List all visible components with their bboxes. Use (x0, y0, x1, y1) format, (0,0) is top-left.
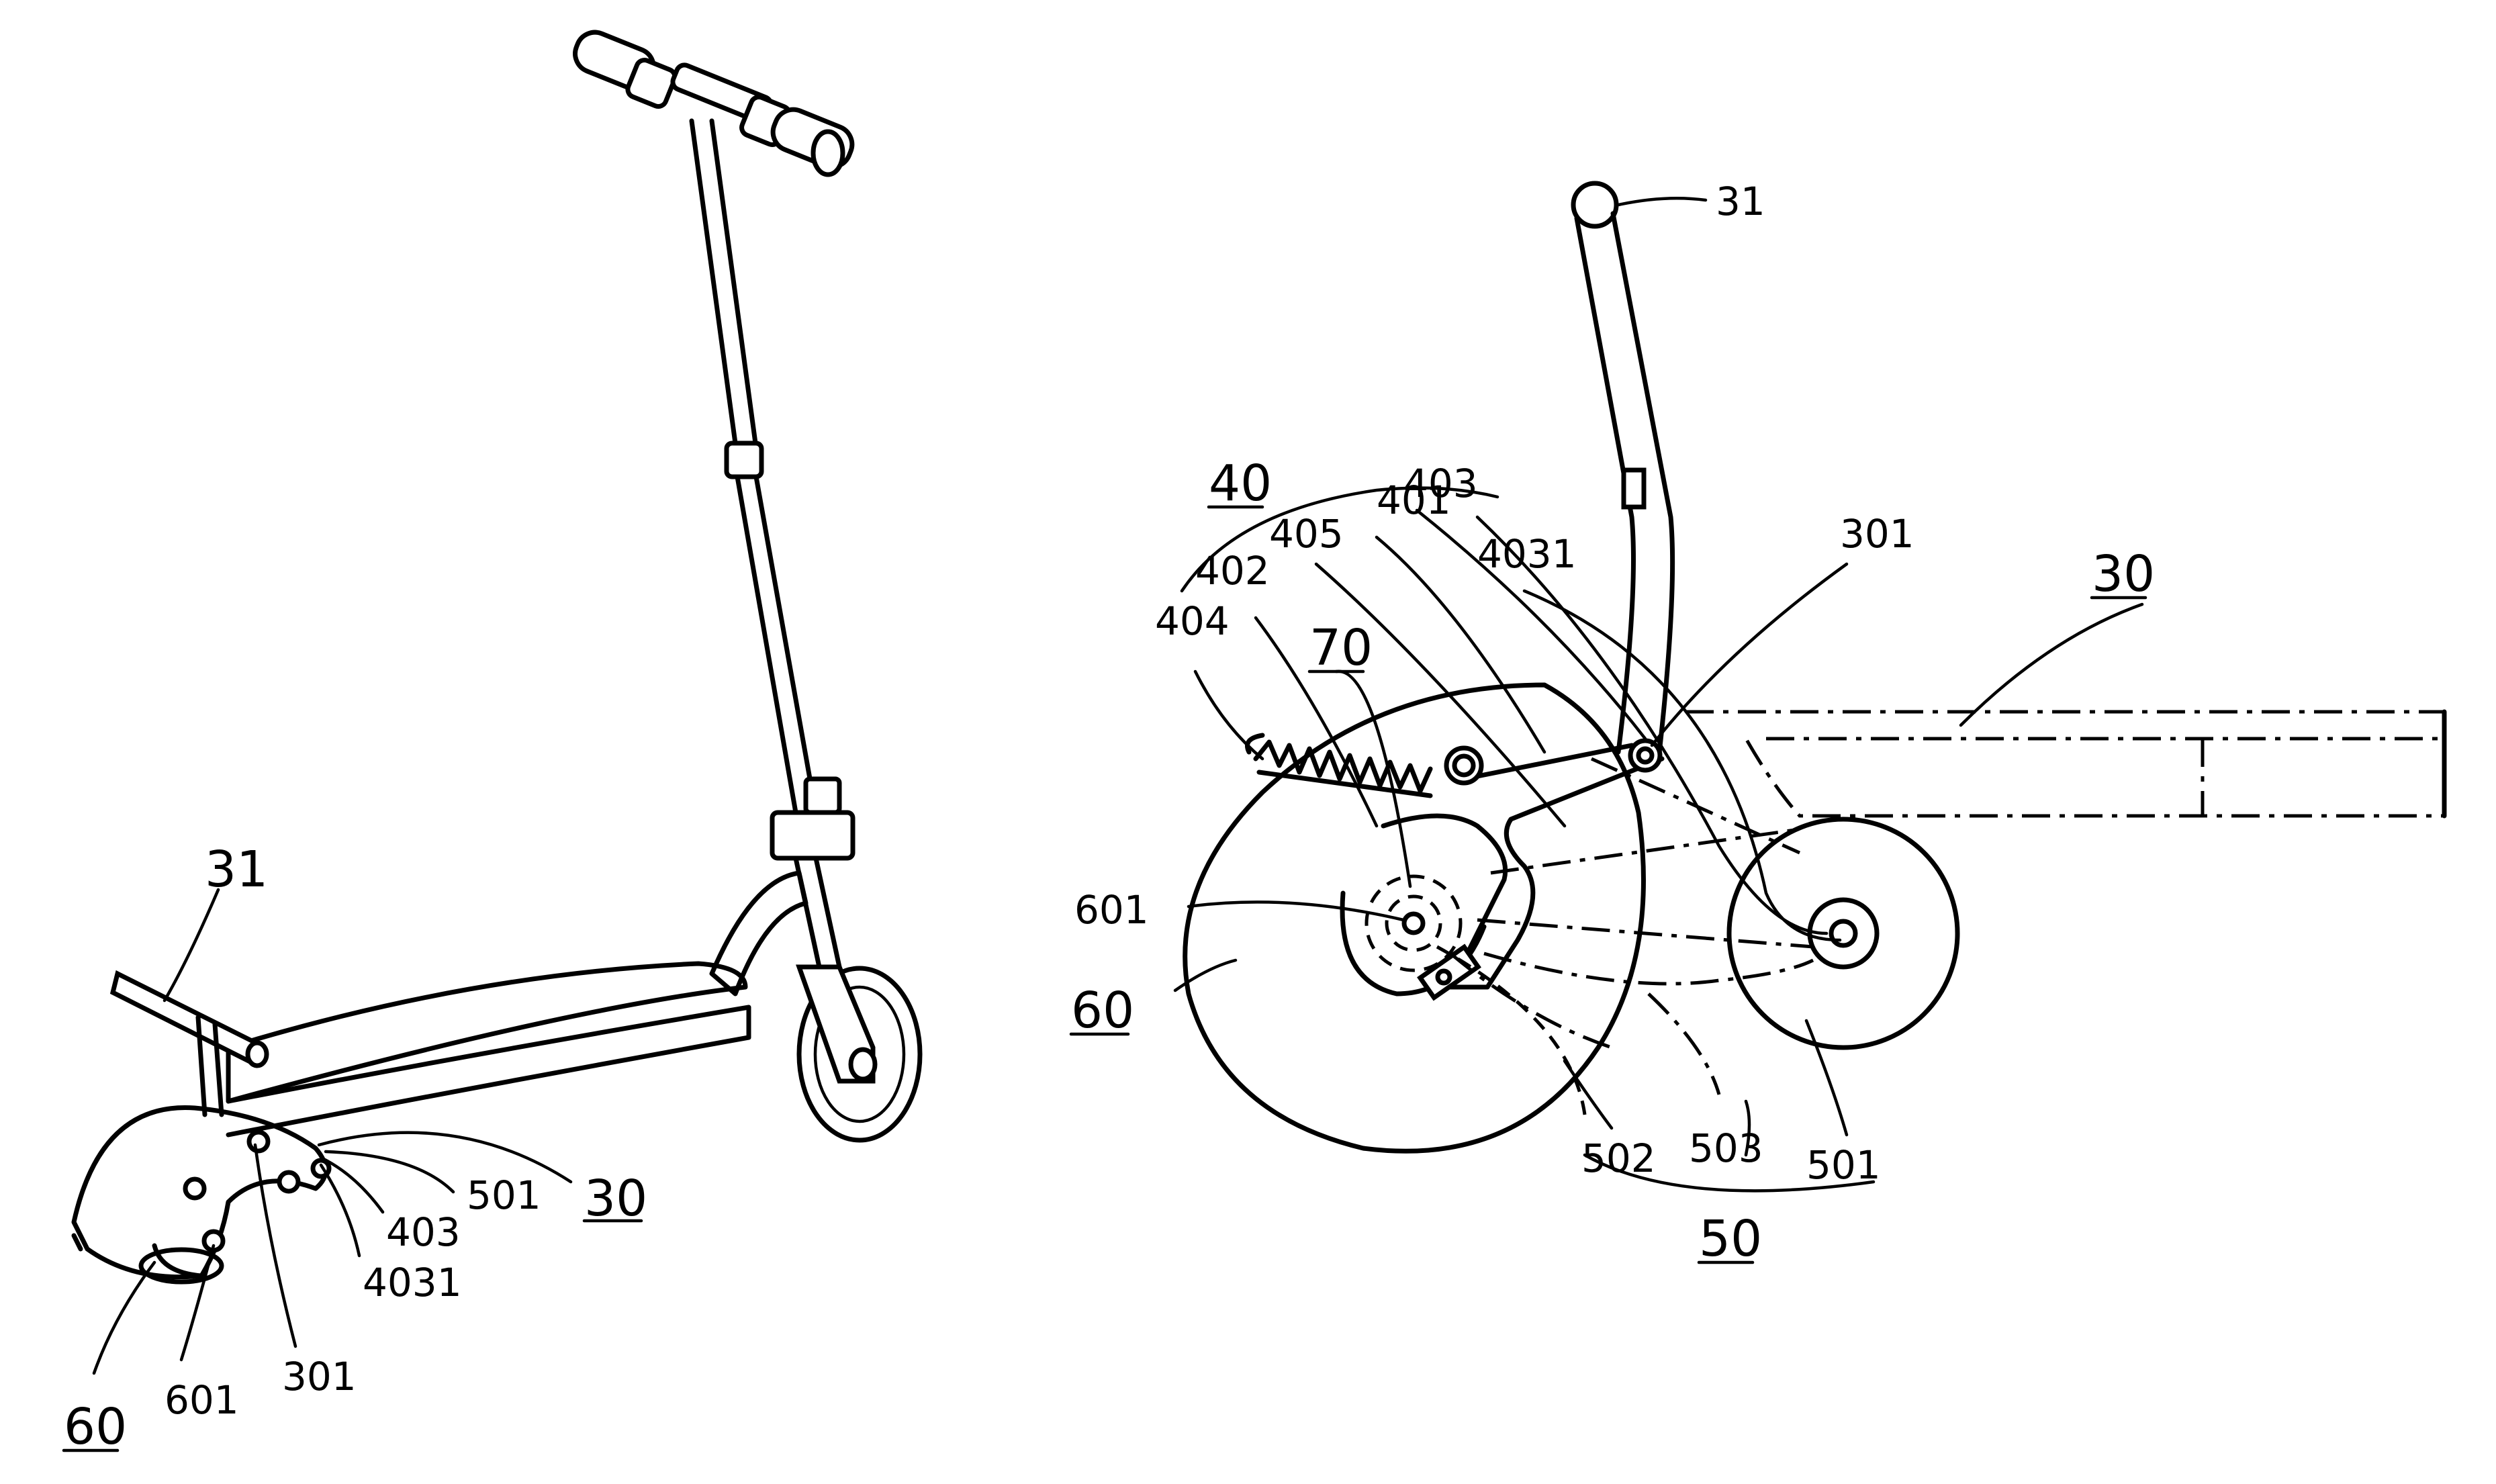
label-301-left: 301 (282, 1354, 357, 1399)
label-503: 503 (1689, 1125, 1763, 1171)
label-60-right: 60 (1071, 982, 1134, 1039)
leaders-left (94, 890, 571, 1373)
label-30-left: 30 (584, 1170, 647, 1227)
label-405: 405 (1269, 511, 1344, 557)
label-601-left: 601 (165, 1377, 239, 1423)
label-502: 502 (1581, 1135, 1656, 1181)
label-60-left: 60 (64, 1398, 127, 1456)
label-31-right: 31 (1716, 179, 1765, 224)
front-fender (712, 873, 806, 994)
label-501-left: 501 (467, 1172, 541, 1218)
label-301-right: 301 (1840, 511, 1914, 557)
label-403-left: 403 (386, 1209, 461, 1255)
deck (228, 964, 749, 1135)
rear-housing (74, 1107, 329, 1282)
label-30-right: 30 (2092, 545, 2155, 603)
label-50: 50 (1699, 1210, 1762, 1268)
scooter-figure (74, 27, 920, 1373)
spring (1248, 735, 1431, 796)
label-70: 70 (1309, 619, 1373, 677)
handlebar (569, 27, 858, 175)
label-4031-left: 4031 (363, 1260, 462, 1305)
label-403-right: 403 (1403, 461, 1478, 506)
front-wheel (799, 967, 920, 1140)
label-601-right: 601 (1074, 887, 1149, 933)
mechanism-figure (1175, 183, 2444, 1191)
label-31-left: 31 (205, 841, 268, 898)
label-404: 404 (1155, 598, 1230, 644)
label-40: 40 (1209, 455, 1272, 512)
rear-handle (113, 974, 267, 1115)
small-wheel (1729, 819, 1957, 1048)
leaders-right (1175, 198, 2142, 1191)
deck-body (1685, 712, 2444, 816)
steering-column (692, 121, 853, 967)
label-501-right: 501 (1806, 1142, 1881, 1188)
swing-frame (1437, 759, 1813, 1115)
label-4031-right: 4031 (1477, 531, 1577, 577)
label-402: 402 (1195, 548, 1270, 594)
